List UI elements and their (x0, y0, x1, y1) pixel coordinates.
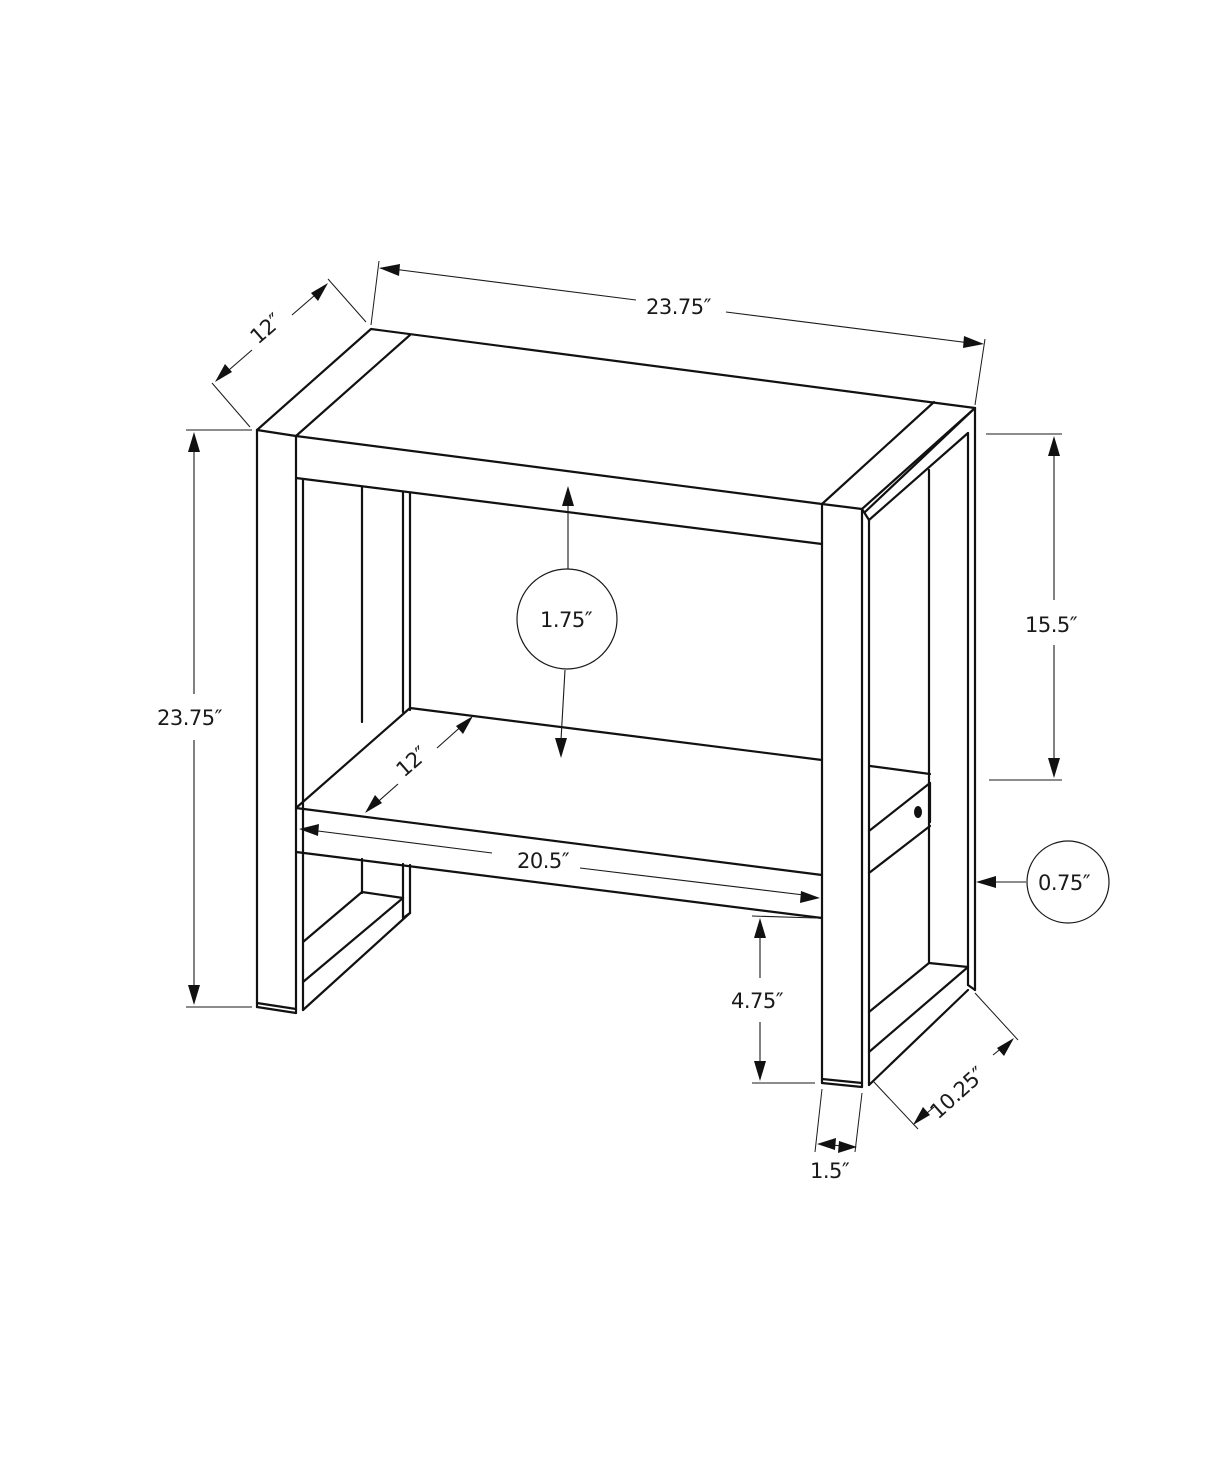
label-shelf-clearance: 15.5″ (1025, 613, 1078, 637)
left-side-frame (301, 485, 412, 1012)
shelf (294, 706, 932, 920)
tabletop (255, 327, 977, 546)
label-shelf-width: 20.5″ (517, 849, 570, 873)
left-front-leg (255, 428, 305, 1015)
label-leg-base-depth: 10.25″ (925, 1062, 990, 1124)
label-top-thickness: 1.75″ (540, 608, 593, 632)
dim-shelf-clearance: 15.5″ (986, 433, 1078, 781)
screw-icon (914, 806, 922, 818)
dim-floor-clearance: 4.75″ (731, 915, 817, 1084)
label-shelf-depth: 12″ (392, 742, 433, 782)
dim-leg-width: 1.5″ (810, 1088, 863, 1183)
label-overall-width: 23.75″ (646, 295, 712, 319)
dim-shelf-width: 20.5″ (299, 824, 820, 903)
dim-overall-height: 23.75″ (157, 429, 252, 1008)
dim-side-panel-thickness: 0.75″ (976, 840, 1110, 924)
right-front-leg (820, 502, 871, 1089)
label-side-panel-thickness: 0.75″ (1038, 871, 1091, 895)
label-floor-clearance: 4.75″ (731, 989, 784, 1013)
dim-top-thickness: 1.75″ (516, 486, 618, 758)
right-side-frame (860, 406, 977, 1087)
label-overall-depth: 12″ (246, 309, 287, 349)
label-leg-width: 1.5″ (810, 1159, 850, 1183)
dimension-lines: 23.75″ 12″ 23.75″ (157, 260, 1110, 1183)
label-overall-height: 23.75″ (157, 706, 223, 730)
dim-shelf-depth: 12″ (365, 716, 473, 813)
dim-overall-width: 23.75″ (370, 260, 986, 406)
table-drawing (255, 327, 977, 1089)
